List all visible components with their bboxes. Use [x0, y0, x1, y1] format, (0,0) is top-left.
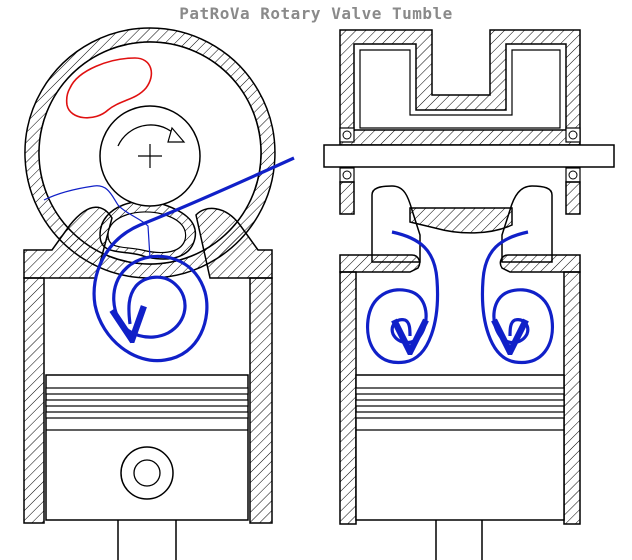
- piston-ring-3: [45, 411, 249, 419]
- bearing-ball: [342, 130, 352, 140]
- wrist-pin-inner: [133, 459, 161, 487]
- bearing-ball: [568, 170, 578, 180]
- intake-port: [43, 185, 151, 259]
- bearing-ball: [568, 130, 578, 140]
- front-section-view: [323, 29, 615, 560]
- cylinder-wall-left-front: [339, 271, 357, 525]
- side-section-view: [23, 27, 295, 560]
- cylinder-head-left: [23, 206, 113, 279]
- piston-ring-2: [45, 399, 249, 407]
- rotation-arrowhead: [167, 126, 186, 143]
- piston-ring-1: [45, 387, 249, 395]
- chamber-roof: [409, 207, 513, 234]
- tumble-flow-right: [480, 230, 555, 365]
- tumble-flow: [92, 156, 295, 363]
- cylinder-wall-right: [249, 277, 273, 524]
- exhaust-port: [65, 57, 153, 119]
- head-floor-left: [339, 254, 421, 273]
- port-opening: [107, 211, 187, 254]
- valve-port-left: [371, 185, 421, 263]
- tumble-flow-left: [365, 230, 440, 365]
- cylinder-wall-right-front: [563, 271, 581, 525]
- piston-front: [355, 374, 565, 521]
- cylinder-head-right: [195, 207, 273, 279]
- piston-ring-1: [355, 387, 565, 395]
- head-wall-right: [565, 181, 581, 215]
- head-wall-left: [339, 181, 355, 215]
- head-floor-right: [499, 254, 581, 273]
- valve-shaft-front: [323, 144, 615, 168]
- cylinder-wall-left: [23, 277, 45, 524]
- piston-ring-3: [355, 411, 565, 419]
- diagram-title: PatRoVa Rotary Valve Tumble: [179, 4, 453, 23]
- valve-rotor-front: [359, 49, 561, 129]
- piston-ring-2: [355, 399, 565, 407]
- bearing-ball: [342, 170, 352, 180]
